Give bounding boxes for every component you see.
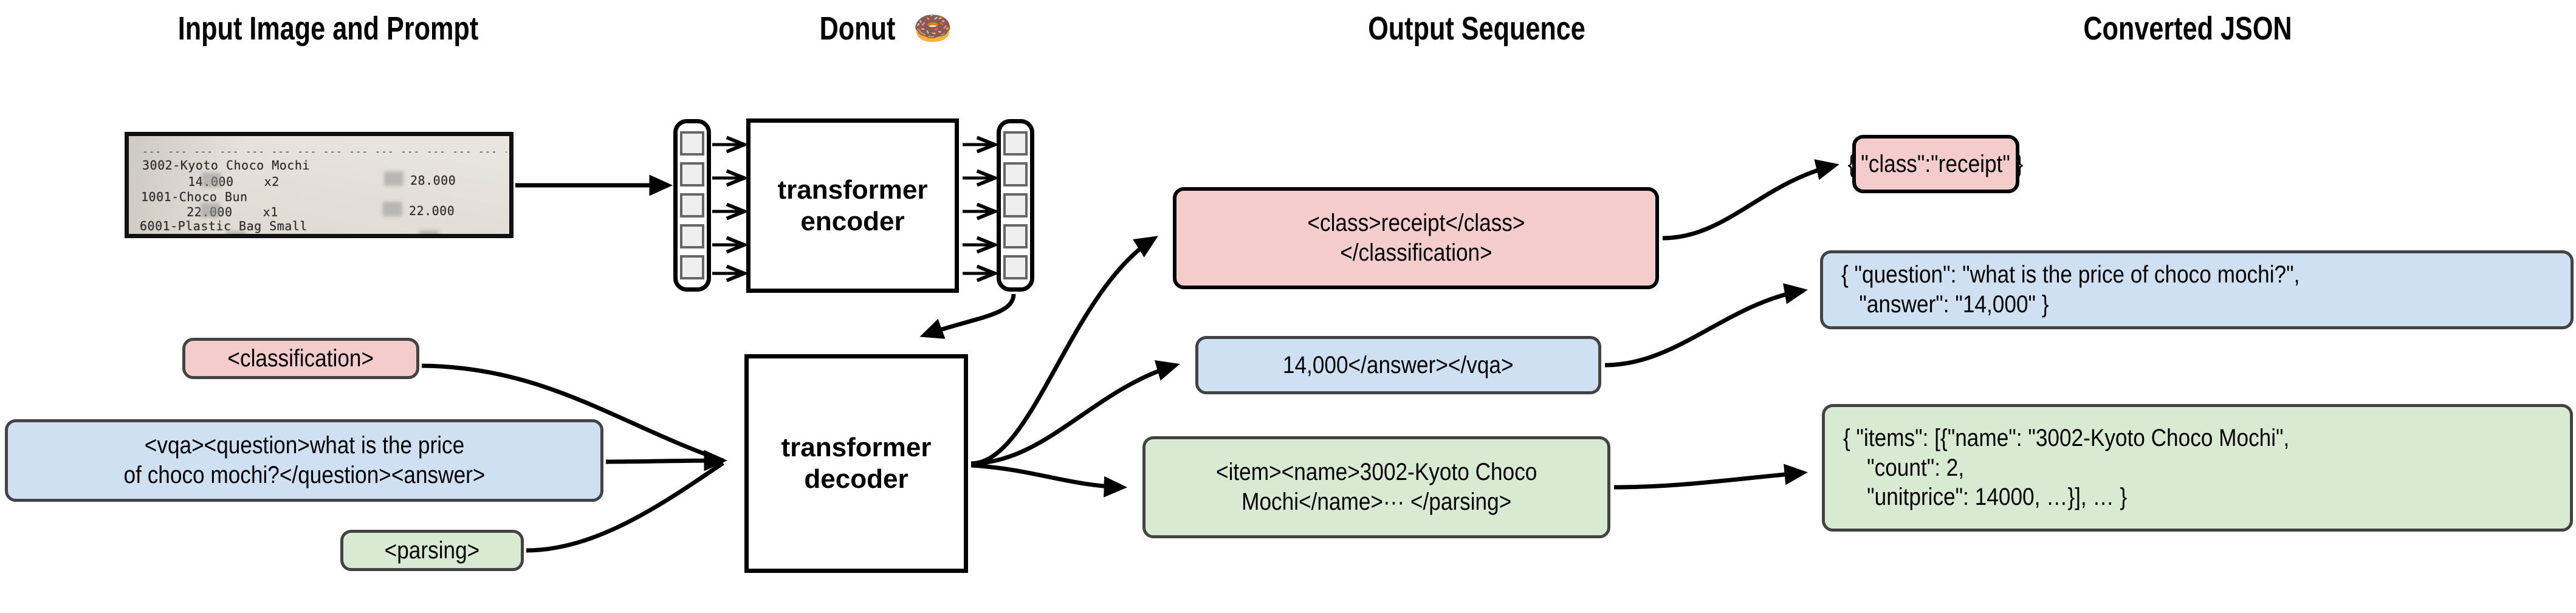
encoder-output-token [1003, 224, 1028, 248]
receipt-amount-1: 28.000 [410, 173, 456, 188]
output-parsing-text: <item><name>3002-Kyoto Choco Mochi</name… [1215, 459, 1537, 515]
heading-converted-json: Converted JSON [2083, 10, 2292, 47]
prompt-classification-text: <classification> [227, 344, 374, 372]
output-box-parsing: <item><name>3002-Kyoto Choco Mochi</name… [1142, 436, 1610, 538]
json-parsing-text: { "items": [{"name": "3002-Kyoto Choco M… [1843, 424, 2290, 511]
json-vqa-text: { "question": "what is the price of choc… [1841, 261, 2300, 318]
receipt-redaction-5 [226, 231, 246, 234]
transformer-decoder-label: transformer decoder [781, 433, 932, 494]
json-box-parsing: { "items": [{"name": "3002-Kyoto Choco M… [1822, 404, 2573, 532]
receipt-redaction-2 [384, 171, 404, 186]
transformer-decoder-box: transformer decoder [744, 354, 968, 573]
donut-icon: 🍩 [913, 11, 953, 46]
heading-donut-group: Donut 🍩 [687, 12, 1076, 45]
output-box-vqa: 14,000</answer></vqa> [1195, 336, 1601, 394]
receipt-redaction-3 [201, 203, 220, 217]
receipt-line-5: 6001-Plastic Bag Small [140, 219, 307, 233]
receipt-line-1: 3002-Kyoto Choco Mochi [142, 158, 310, 173]
prompt-box-vqa: <vqa><question>what is the price of choc… [5, 419, 603, 502]
encoder-output-token [1003, 255, 1028, 279]
transformer-encoder-label: transformer encoder [777, 174, 928, 236]
encoder-input-token [680, 162, 704, 187]
output-box-classification: <class>receipt</class> </classification> [1173, 187, 1659, 289]
encoder-output-token-column [997, 119, 1034, 292]
encoder-input-token [680, 131, 704, 156]
receipt-line-3: 1001-Choco Bun [141, 190, 248, 204]
transformer-encoder-box: transformer encoder [746, 118, 959, 293]
receipt-redaction-1 [202, 173, 221, 187]
prompt-parsing-text: <parsing> [384, 536, 480, 564]
encoder-input-token-column [673, 119, 711, 292]
encoder-input-token [680, 193, 704, 217]
heading-donut: Donut [819, 10, 895, 47]
encoder-output-token [1003, 193, 1028, 217]
encoder-input-token [680, 224, 704, 248]
encoder-output-token [1003, 162, 1028, 187]
receipt-redaction-6 [419, 230, 439, 234]
prompt-vqa-text: <vqa><question>what is the price of choc… [123, 432, 485, 488]
output-vqa-text: 14,000</answer></vqa> [1283, 351, 1514, 378]
receipt-amount-2: 22.000 [409, 204, 455, 218]
receipt-line-6: 0 x1 [140, 233, 269, 234]
json-classification-text: { "class":"receipt" } [1848, 150, 2024, 177]
prompt-box-classification: <classification> [182, 338, 419, 379]
encoder-input-token [680, 255, 704, 279]
receipt-top-rule: --- --- --- --- --- --- --- --- --- --- … [142, 146, 507, 157]
heading-output-sequence: Output Sequence [1368, 10, 1585, 47]
json-box-classification: { "class":"receipt" } [1848, 135, 2024, 193]
encoder-output-token [1003, 131, 1028, 156]
receipt-redaction-4 [383, 202, 402, 216]
receipt-amount-3: 0 [445, 232, 453, 234]
prompt-box-parsing: <parsing> [340, 530, 524, 571]
output-classification-text: <class>receipt</class> </classification> [1307, 210, 1525, 266]
json-box-vqa: { "question": "what is the price of choc… [1820, 250, 2574, 329]
input-receipt-image: --- --- --- --- --- --- --- --- --- --- … [125, 132, 513, 238]
heading-input-image-and-prompt: Input Image and Prompt [177, 10, 479, 47]
